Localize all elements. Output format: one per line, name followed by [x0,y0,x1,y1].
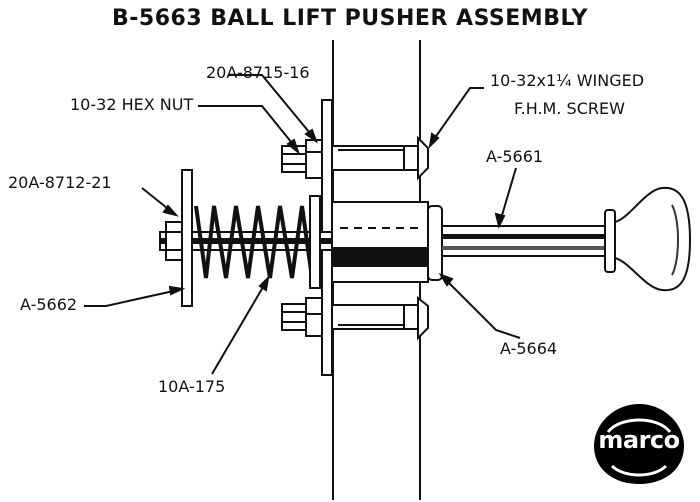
label-20a-8715-16: 20A-8715-16 [206,63,310,82]
label-a-5662: A-5662 [20,295,78,314]
label-screw-line2: F.H.M. SCREW [514,99,625,118]
bushing [331,201,443,283]
label-a-5664: A-5664 [500,339,558,358]
marco-logo: marco [592,402,686,486]
marco-logo-text: marco [598,426,680,454]
lower-screw [281,295,429,341]
right-washer [309,195,321,289]
marco-logo-badge [594,404,684,484]
spring [194,205,314,279]
push-rod [441,186,692,292]
diagram-title: B-5663 BALL LIFT PUSHER ASSEMBLY [112,6,588,31]
upper-screw [281,135,429,181]
label-a-5661: A-5661 [486,147,544,166]
end-washer [165,169,193,307]
label-20a-8712-21: 20A-8712-21 [8,173,112,192]
label-screw-line1: 10-32x1¼ WINGED [490,71,645,90]
label-hex-nut: 10-32 HEX NUT [70,95,194,114]
label-10a-175: 10A-175 [158,377,226,396]
leader-lines [84,74,521,375]
